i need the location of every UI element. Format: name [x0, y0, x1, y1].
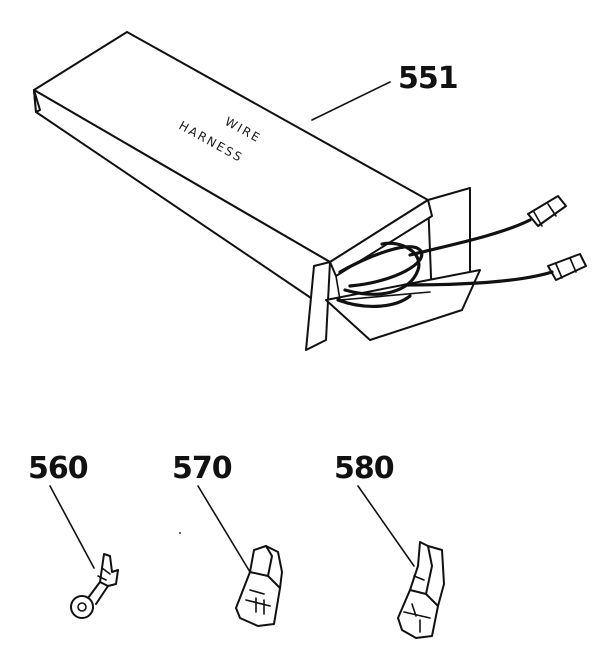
spade-terminal-580 [397, 541, 445, 639]
wire-harness-box: WIRE HARNESS [33, 31, 587, 351]
callout-560: 560 [28, 451, 88, 486]
box-open-flap-top [329, 199, 433, 277]
callout-580: 580 [334, 451, 394, 486]
leader-line-580 [357, 485, 415, 567]
callout-551: 551 [398, 61, 458, 96]
speck [179, 532, 181, 534]
harness-wires [336, 218, 554, 308]
box-open-flap-bottom [325, 269, 481, 341]
box-end-face [33, 89, 41, 113]
harness-connector-upper [527, 195, 567, 227]
harness-connector-lower [547, 253, 587, 281]
leader-line-570 [197, 485, 251, 573]
ring-terminal-560 [70, 553, 119, 619]
spade-terminal-570 [235, 545, 283, 627]
box-open-flap-left [305, 261, 331, 351]
leader-line-551 [311, 81, 391, 121]
leader-line-560 [49, 485, 95, 569]
callout-570: 570 [172, 451, 232, 486]
